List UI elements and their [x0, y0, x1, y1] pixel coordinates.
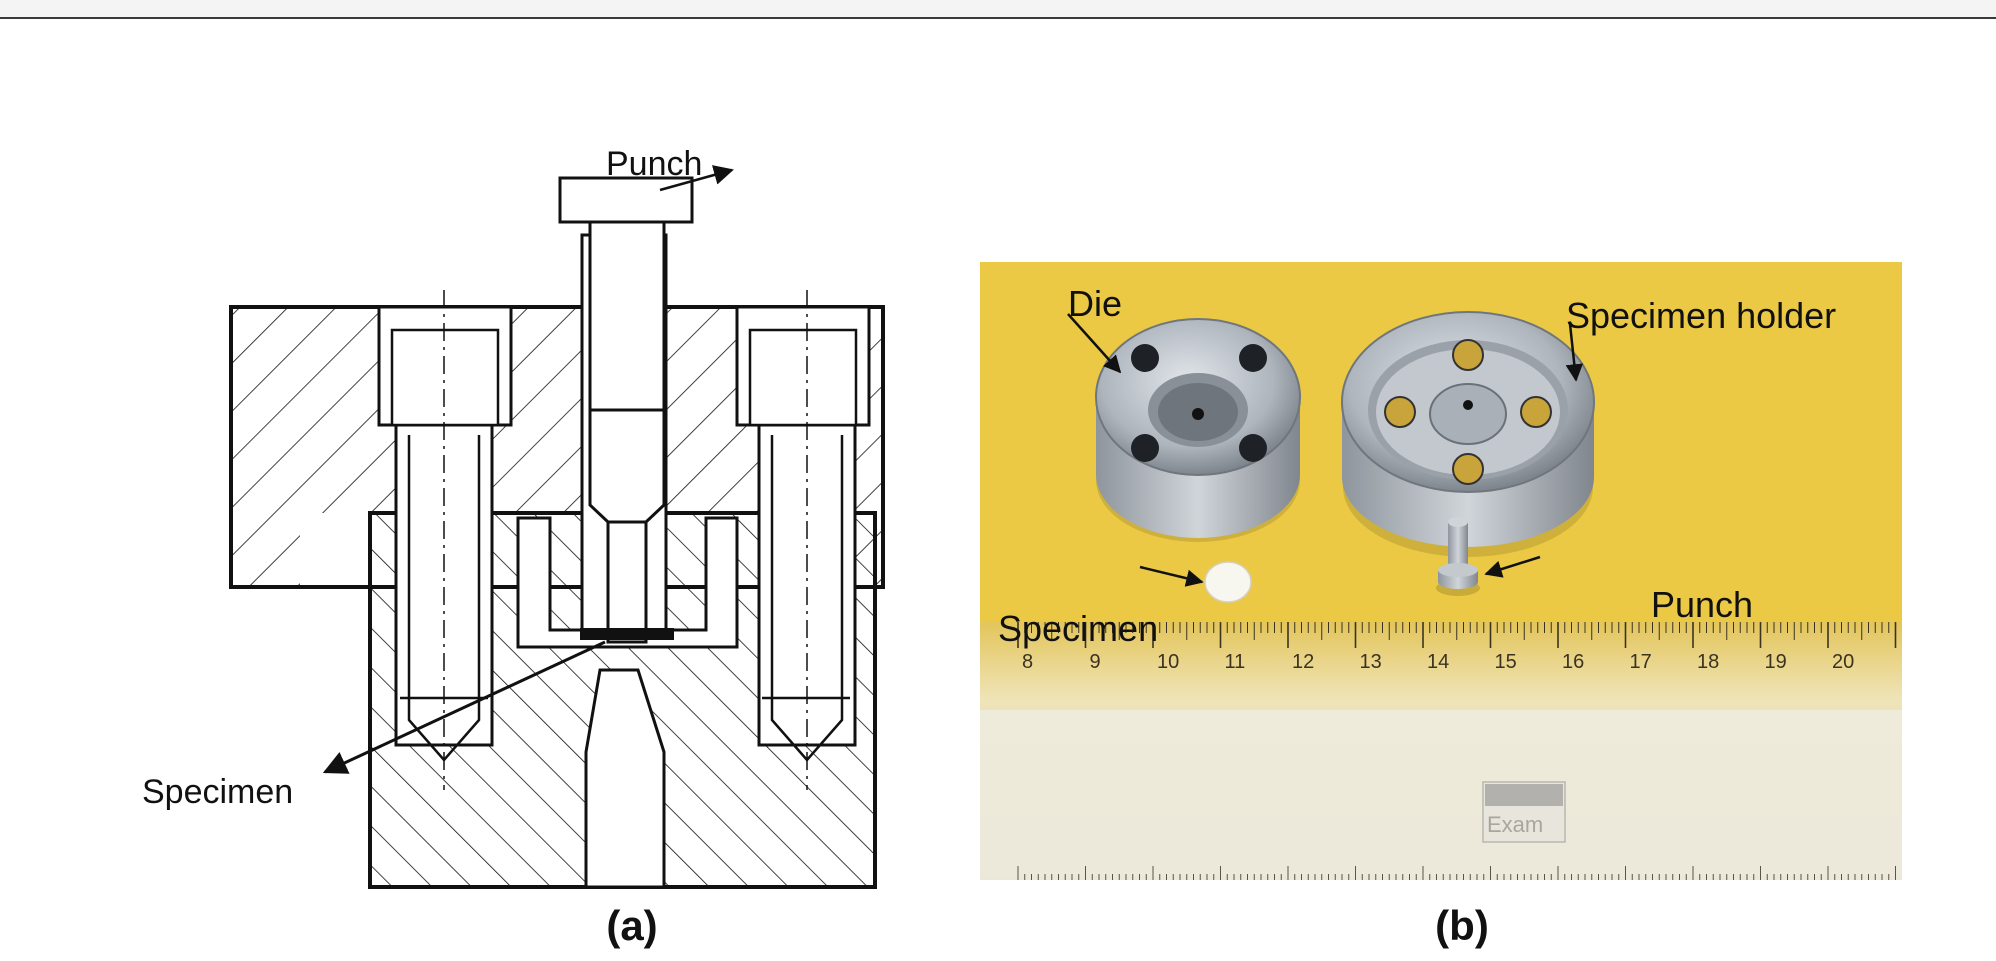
punch-part	[1436, 517, 1480, 596]
ruler-number: 13	[1360, 651, 1382, 673]
caption-a: (a)	[606, 902, 658, 949]
specimen-leader	[322, 640, 606, 774]
caption-b: (b)	[1435, 902, 1489, 949]
ruler: 8 9 10 11 12 13 14 15 16 17 18 19 20 Exam	[980, 622, 1902, 880]
ruler-number: 9	[1090, 651, 1101, 673]
ruler-number: 10	[1157, 651, 1179, 673]
ruler-number: 14	[1427, 651, 1449, 673]
die-leader	[1067, 313, 1122, 374]
specimen-photo-leader	[1139, 565, 1204, 587]
ruler-brand: Exam	[1487, 812, 1543, 837]
specimen-holder-part	[1341, 311, 1595, 557]
punch-leader	[659, 165, 734, 192]
specimen-photo	[1204, 561, 1252, 603]
specimen-holder-label: Specimen holder	[1566, 295, 1837, 336]
screws	[390, 328, 858, 762]
top-bar	[0, 0, 1996, 19]
die-cross-section	[229, 165, 885, 889]
punch-drawing	[558, 176, 694, 644]
die-label: Die	[1068, 283, 1123, 324]
ruler-number: 8	[1022, 651, 1033, 673]
die-part	[1095, 318, 1301, 542]
specimen-label: Specimen	[142, 773, 294, 811]
ruler-number: 17	[1630, 651, 1652, 673]
schematic-panel: Punch Specimen	[130, 145, 910, 890]
ruler-number: 18	[1697, 651, 1719, 673]
ruler-number: 16	[1562, 651, 1584, 673]
specimen-disk	[580, 628, 674, 640]
specimen-photo-label: Specimen	[998, 608, 1159, 649]
ruler-number: 15	[1495, 651, 1517, 673]
ruler-number: 19	[1765, 651, 1787, 673]
center-lines	[443, 290, 808, 790]
ruler-number: 20	[1832, 651, 1854, 673]
ruler-number: 12	[1292, 651, 1314, 673]
ruler-ticks	[1017, 622, 1897, 880]
punch-photo-leader	[1484, 555, 1541, 578]
punch-photo-label: Punch	[1651, 584, 1754, 625]
photo-panel: 8 9 10 11 12 13 14 15 16 17 18 19 20 Exam Die Specim…	[980, 262, 1902, 880]
punch-label: Punch	[606, 145, 703, 183]
ruler-numbers: 8 9 10 11 12 13 14 15 16 17 18 19 20	[1022, 651, 1854, 673]
ruler-number: 11	[1225, 651, 1246, 673]
component-photo: 8 9 10 11 12 13 14 15 16 17 18 19 20 Exam	[980, 262, 1902, 880]
